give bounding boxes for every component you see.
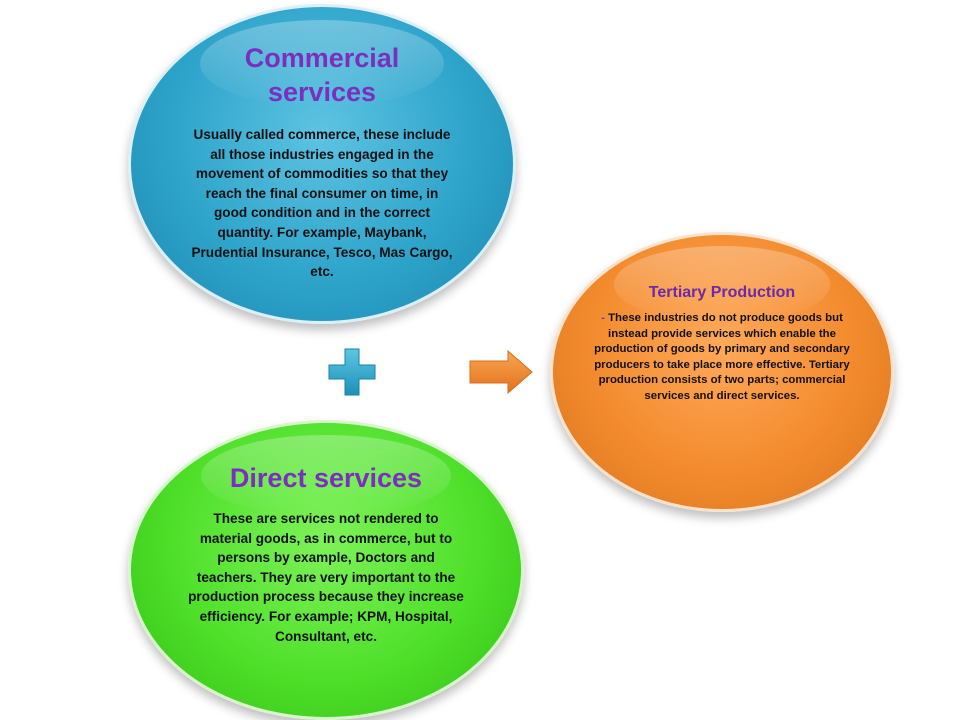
plus-icon: [328, 348, 376, 396]
direct-services-description: These are services not rendered to mater…: [188, 511, 464, 644]
direct-services-ellipse: Direct services These are services not r…: [128, 420, 524, 720]
commercial-services-description: Usually called commerce, these include a…: [191, 127, 453, 280]
tertiary-production-title: Tertiary Production: [648, 284, 796, 301]
tertiary-production-ellipse: Tertiary Production - These industries d…: [550, 232, 894, 512]
direct-services-title: Direct services: [229, 463, 423, 493]
arrow-right-icon: [469, 350, 533, 394]
tertiary-dash: -: [601, 312, 609, 324]
commercial-services-ellipse: Commercial services Usually called comme…: [128, 4, 516, 324]
tertiary-production-description: - These industries do not produce goods …: [590, 311, 854, 405]
tertiary-description-text: These industries do not produce goods bu…: [594, 312, 850, 402]
commercial-services-title: Commercial services: [244, 43, 400, 107]
